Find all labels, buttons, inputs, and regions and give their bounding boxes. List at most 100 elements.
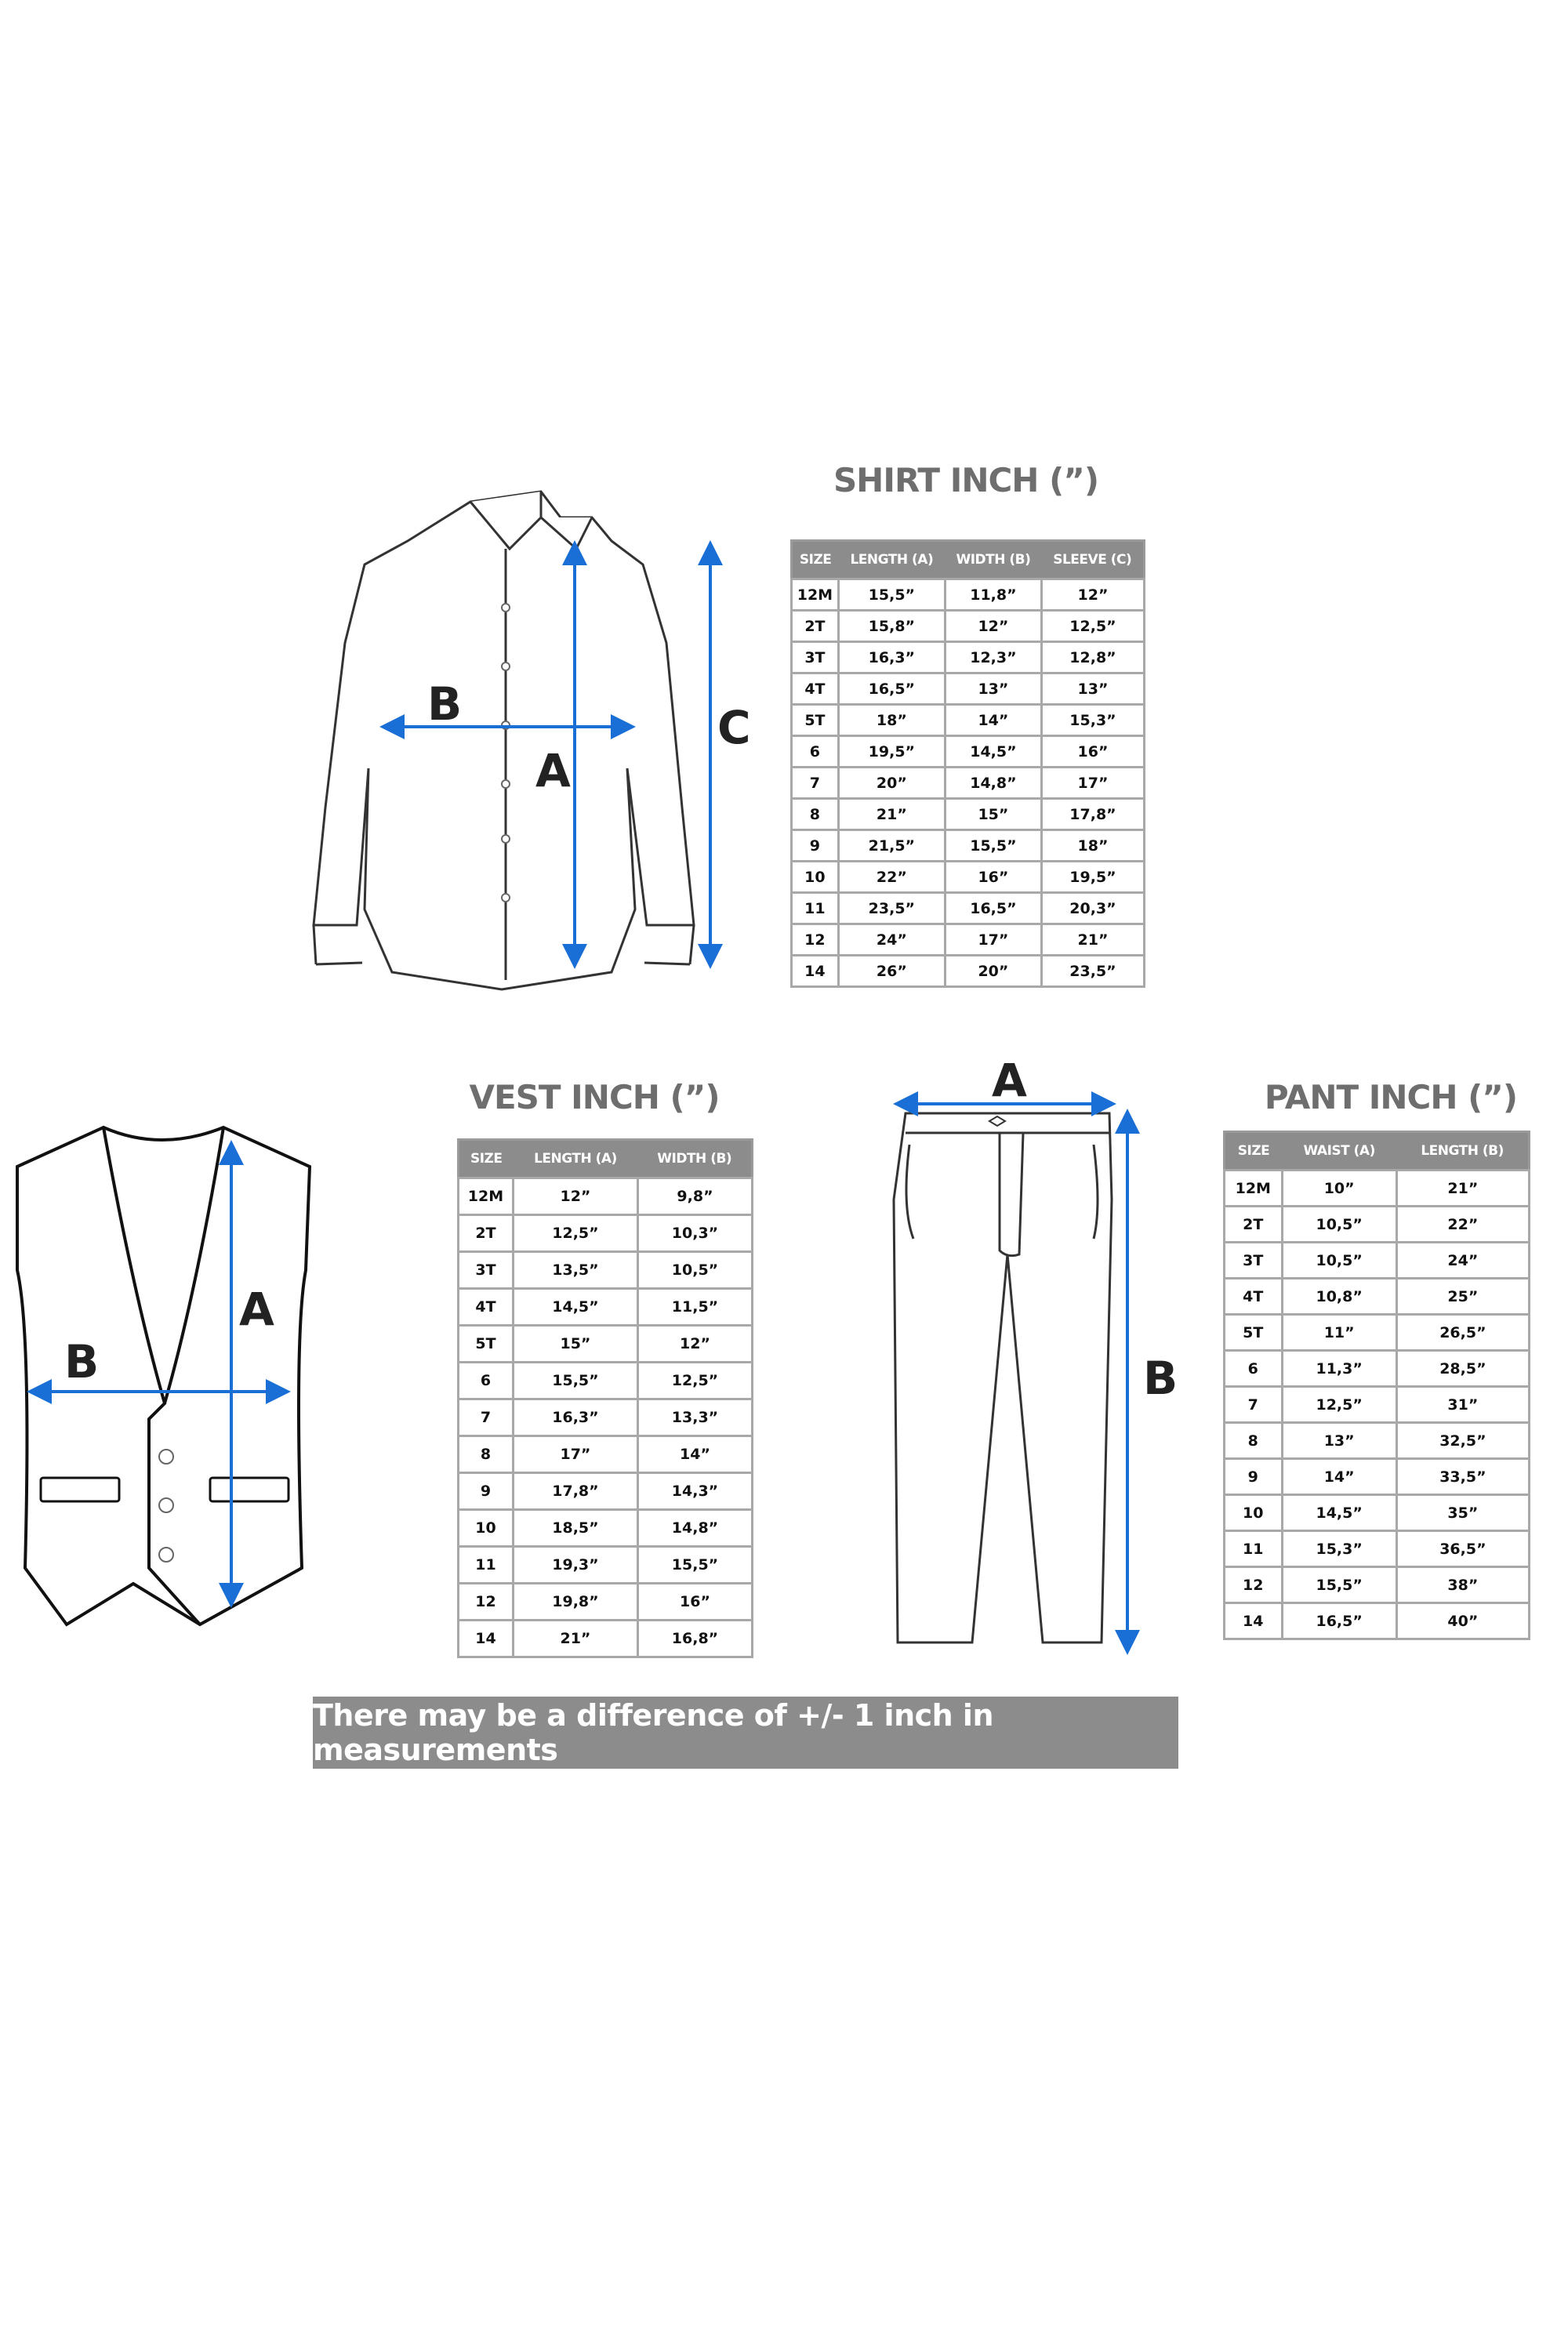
measurement-cell: 15,5” xyxy=(511,1361,639,1400)
measurement-cell: 18,5” xyxy=(511,1508,639,1548)
measurement-cell: 31” xyxy=(1395,1385,1531,1424)
pant-title: PANT INCH (”) xyxy=(1264,1078,1518,1116)
size-cell: 7 xyxy=(1223,1385,1283,1424)
measurement-cell: 18” xyxy=(837,703,946,737)
measurement-cell: 17,8” xyxy=(1040,797,1146,831)
column-header: SIZE xyxy=(458,1139,514,1178)
size-cell: 2T xyxy=(1223,1205,1283,1243)
column-header: SIZE xyxy=(791,540,839,579)
measurement-cell: 16,5” xyxy=(1280,1602,1398,1640)
column-header: LENGTH (A) xyxy=(513,1139,638,1178)
measurement-cell: 12,5” xyxy=(511,1214,639,1253)
vest-drawing xyxy=(16,1125,312,1627)
size-cell: 12M xyxy=(790,578,840,612)
measurement-cell: 11” xyxy=(1280,1313,1398,1352)
measurement-cell: 16,3” xyxy=(837,641,946,674)
measurement-cell: 14,5” xyxy=(1280,1494,1398,1532)
size-cell: 8 xyxy=(790,797,840,831)
vest-title: VEST INCH (”) xyxy=(469,1078,720,1116)
measurement-cell: 15,3” xyxy=(1280,1530,1398,1568)
size-cell: 6 xyxy=(1223,1349,1283,1388)
measurement-cell: 15,8” xyxy=(837,609,946,643)
size-cell: 11 xyxy=(457,1545,514,1584)
measurement-cell: 24” xyxy=(837,923,946,956)
measurement-cell: 10,5” xyxy=(1280,1205,1398,1243)
size-cell: 2T xyxy=(457,1214,514,1253)
shirt-drawing xyxy=(312,490,695,991)
column-header: WIDTH (B) xyxy=(945,540,1042,579)
size-cell: 5T xyxy=(457,1324,514,1363)
measurement-cell: 24” xyxy=(1395,1241,1531,1279)
measurement-cell: 10,3” xyxy=(636,1214,754,1253)
measurement-cell: 10,5” xyxy=(636,1250,754,1290)
measurement-tolerance-note: There may be a difference of +/- 1 inch … xyxy=(313,1697,1178,1769)
column-header: WIDTH (B) xyxy=(637,1139,753,1178)
size-cell: 3T xyxy=(790,641,840,674)
shirt-label-a: A xyxy=(535,744,571,797)
measurement-cell: 32,5” xyxy=(1395,1421,1531,1460)
size-cell: 10 xyxy=(790,860,840,894)
size-cell: 11 xyxy=(790,891,840,925)
measurement-cell: 10” xyxy=(1280,1169,1398,1207)
measurement-cell: 35” xyxy=(1395,1494,1531,1532)
size-cell: 14 xyxy=(1223,1602,1283,1640)
measurement-cell: 18” xyxy=(1040,829,1146,862)
measurement-cell: 12” xyxy=(943,609,1043,643)
measurement-cell: 13” xyxy=(1040,672,1146,706)
measurement-cell: 16,5” xyxy=(837,672,946,706)
measurement-cell: 15,5” xyxy=(1280,1566,1398,1604)
size-cell: 8 xyxy=(1223,1421,1283,1460)
measurement-cell: 15,5” xyxy=(943,829,1043,862)
size-cell: 10 xyxy=(1223,1494,1283,1532)
measurement-cell: 21” xyxy=(837,797,946,831)
column-header: SLEEVE (C) xyxy=(1041,540,1145,579)
pant-label-b: B xyxy=(1143,1352,1178,1405)
measurement-cell: 23,5” xyxy=(1040,954,1146,988)
measurement-cell: 16” xyxy=(943,860,1043,894)
size-cell: 6 xyxy=(790,735,840,768)
measurement-cell: 12,5” xyxy=(1040,609,1146,643)
measurement-cell: 20” xyxy=(943,954,1043,988)
measurement-cell: 21” xyxy=(1040,923,1146,956)
measurement-cell: 11,5” xyxy=(636,1287,754,1327)
measurement-cell: 12” xyxy=(1040,578,1146,612)
size-cell: 10 xyxy=(457,1508,514,1548)
measurement-cell: 14,3” xyxy=(636,1472,754,1511)
pant-label-a: A xyxy=(992,1054,1027,1107)
measurement-cell: 14,8” xyxy=(636,1508,754,1548)
measurement-cell: 9,8” xyxy=(636,1177,754,1216)
vest-label-a: A xyxy=(239,1283,274,1336)
measurement-cell: 10,8” xyxy=(1280,1277,1398,1316)
